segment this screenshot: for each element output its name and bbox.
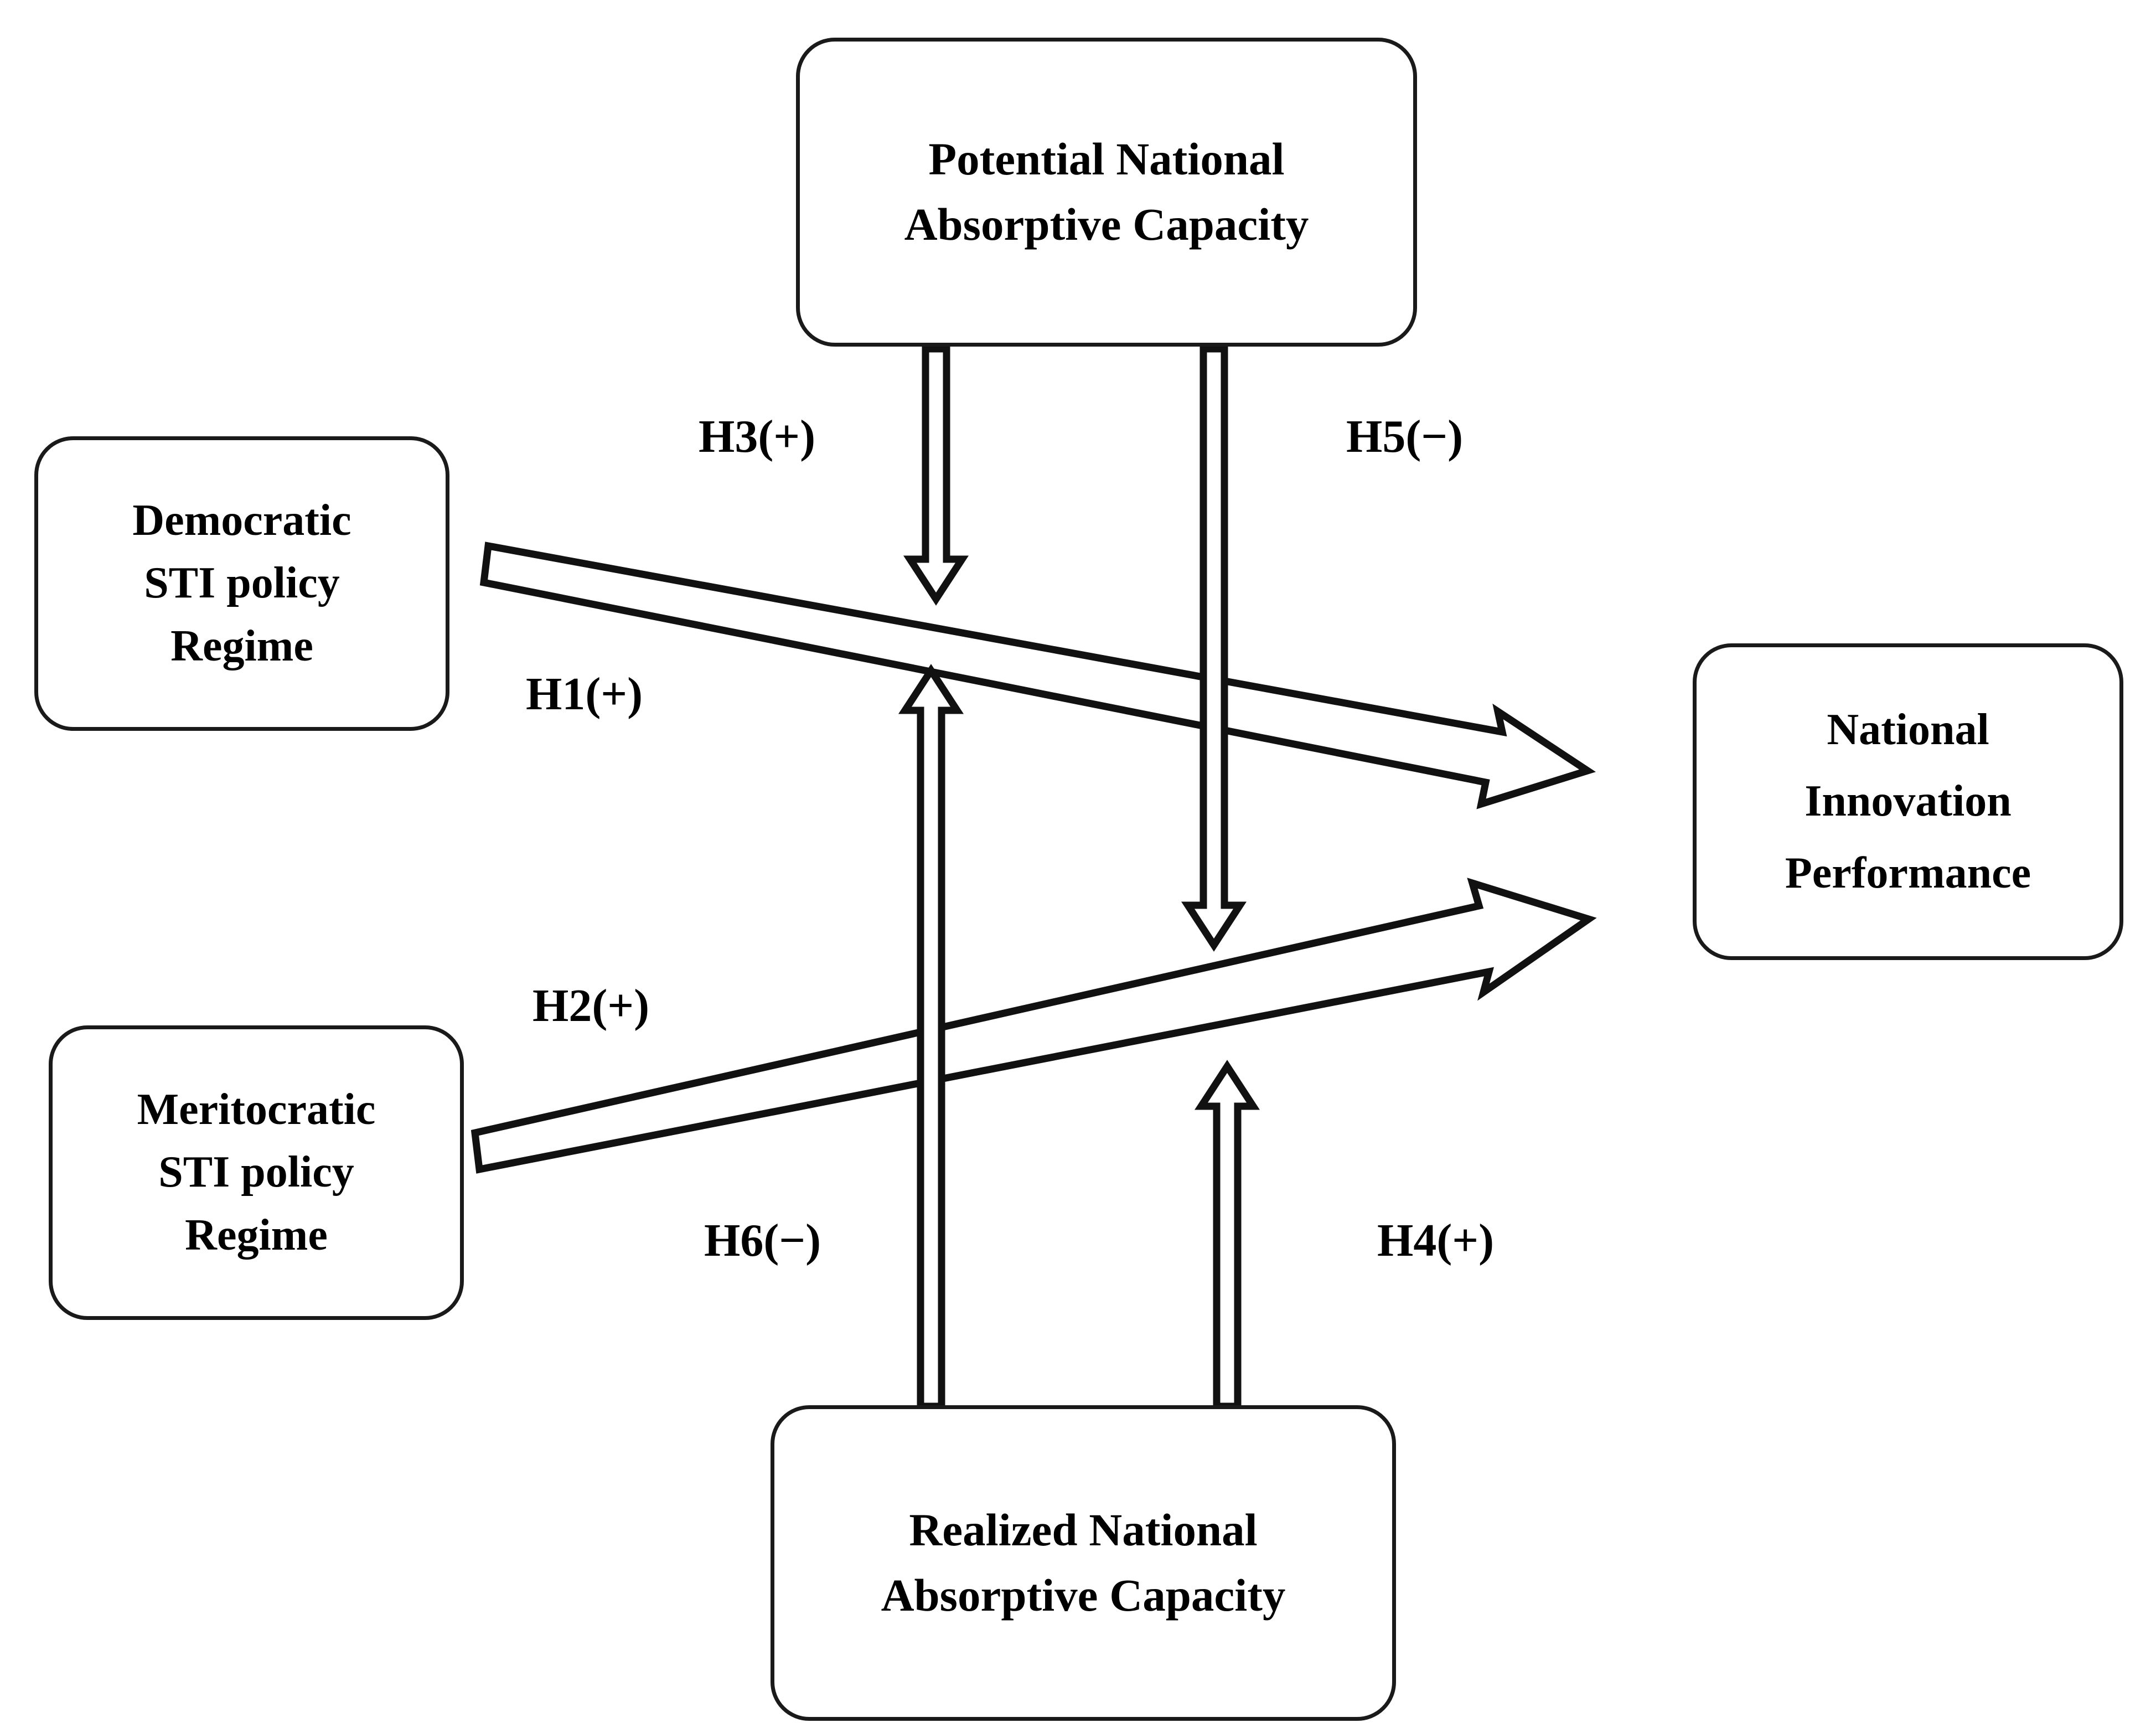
node-label-line-1: Realized National xyxy=(909,1504,1258,1556)
node-label-line-1: National xyxy=(1827,705,1989,754)
node-meritocratic-sti-policy-regime[interactable]: Meritocratic STI policy Regime xyxy=(49,1025,464,1320)
node-label-line-1: Meritocratic xyxy=(137,1085,376,1134)
edge-h6-arrow xyxy=(898,664,964,1410)
edge-label-h2: H2(+) xyxy=(532,980,650,1031)
edge-h3-arrow xyxy=(903,345,969,606)
edge-h2-arrow xyxy=(471,878,1597,1174)
edge-label-h4: H4(+) xyxy=(1377,1215,1495,1266)
node-label-line-1: Potential National xyxy=(928,133,1285,185)
edge-label-h6: H6(−) xyxy=(704,1215,821,1266)
node-label-line-3: Regime xyxy=(170,621,313,670)
edge-h5-arrow xyxy=(1181,345,1247,952)
node-label-line-2: Absorptive Capacity xyxy=(904,199,1309,250)
node-label-line-2: STI policy xyxy=(158,1148,354,1197)
edge-h4-arrow xyxy=(1194,1060,1260,1410)
node-democratic-sti-policy-regime[interactable]: Democratic STI policy Regime xyxy=(34,436,449,731)
node-label-line-2: STI policy xyxy=(144,559,340,608)
node-label-line-1: Democratic xyxy=(132,496,351,545)
edge-h1-arrow xyxy=(479,541,1596,809)
node-national-innovation-performance[interactable]: National Innovation Performance xyxy=(1693,643,2123,960)
edge-label-h1: H1(+) xyxy=(526,668,643,720)
node-label-line-2: Absorptive Capacity xyxy=(881,1570,1286,1621)
node-realized-absorptive-capacity[interactable]: Realized National Absorptive Capacity xyxy=(771,1405,1396,1721)
node-label-line-2: Innovation xyxy=(1805,777,2012,826)
node-potential-absorptive-capacity[interactable]: Potential National Absorptive Capacity xyxy=(796,38,1417,347)
edge-label-h5: H5(−) xyxy=(1346,411,1464,462)
node-label-line-3: Performance xyxy=(1785,848,2031,898)
node-label-line-3: Regime xyxy=(185,1210,328,1260)
edge-label-h3: H3(+) xyxy=(699,411,816,462)
